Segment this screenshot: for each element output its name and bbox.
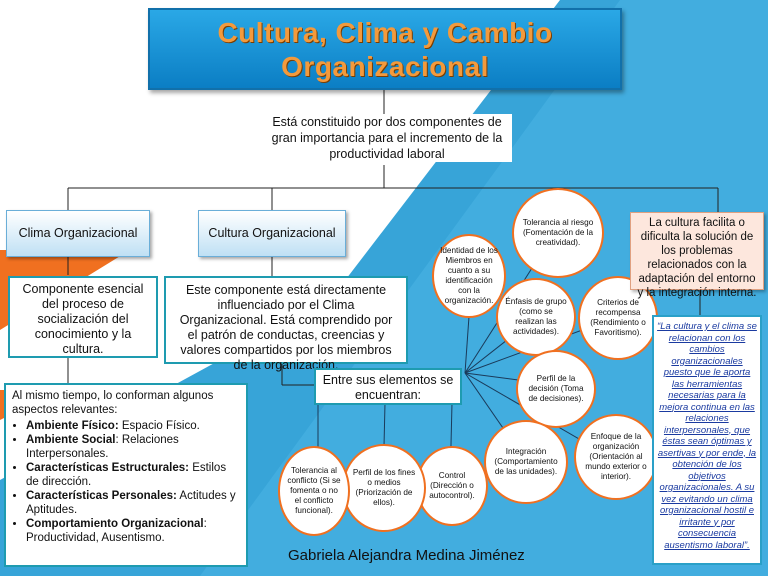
elements-label: Entre sus elementos se encuentran:	[314, 368, 462, 405]
aspect-text: Espacio Físico.	[118, 420, 200, 432]
conclusion-quote: “La cultura y el clima se relacionan con…	[652, 315, 762, 565]
aspects-intro: Al mismo tiempo, lo conforman algunos as…	[12, 390, 214, 416]
aspect-label: Características Estructurales:	[26, 462, 189, 474]
element-circle: Perfil de la decisión (Toma de decisione…	[516, 350, 596, 428]
element-circle: Control (Dirección o autocontrol).	[416, 446, 488, 526]
aspect-text: : Productividad, Ausentismo.	[26, 518, 207, 544]
intro-text: Está constituido por dos componentes de …	[262, 114, 512, 162]
clima-aspects: Al mismo tiempo, lo conforman algunos as…	[4, 383, 248, 567]
cultura-header: Cultura Organizacional	[198, 210, 346, 257]
diagram-title: Cultura, Clima y Cambio Organizacional	[148, 8, 622, 90]
element-circle: Perfil de los fines o medios (Priorizaci…	[342, 444, 426, 532]
aspect-item: Ambiente Físico: Espacio Físico.	[26, 419, 240, 433]
cultura-note: La cultura facilita o dificulta la soluc…	[630, 212, 764, 299]
element-circle: Integración (Comportamiento de las unida…	[484, 420, 568, 504]
author-name: Gabriela Alejandra Medina Jiménez	[288, 547, 525, 564]
aspect-item: Comportamiento Organizacional: Productiv…	[26, 517, 240, 545]
aspect-text: : Relaciones Interpersonales.	[26, 434, 179, 460]
aspect-item: Características Estructurales: Estilos d…	[26, 461, 240, 489]
element-circle: Tolerancia al riesgo (Fomentación de la …	[512, 188, 604, 278]
element-circle: Énfasis de grupo (como se realizan las a…	[496, 278, 576, 356]
element-circle: Enfoque de la organización (Orientación …	[574, 414, 658, 500]
aspects-list: Ambiente Físico: Espacio Físico. Ambient…	[12, 419, 240, 545]
title-line-2: Organizacional	[281, 51, 489, 82]
cultura-description: Este componente está directamente influe…	[164, 276, 408, 372]
aspect-label: Ambiente Físico:	[26, 420, 119, 432]
aspect-item: Características Personales: Actitudes y …	[26, 489, 240, 517]
aspect-text: Actitudes y Aptitudes.	[26, 490, 236, 516]
clima-description: Componente esencial del proceso de socia…	[8, 276, 158, 358]
title-line-1: Cultura, Clima y Cambio	[217, 17, 553, 48]
clima-header: Clima Organizacional	[6, 210, 150, 257]
aspect-label: Características Personales:	[26, 490, 177, 502]
element-circle: Identidad de los Miembros en cuanto a su…	[432, 234, 506, 318]
aspect-label: Comportamiento Organizacional	[26, 518, 204, 530]
aspect-label: Ambiente Social	[26, 434, 116, 446]
aspect-item: Ambiente Social: Relaciones Interpersona…	[26, 433, 240, 461]
element-circle: Criterios de recompensa (Rendimiento o F…	[578, 276, 658, 360]
element-circle: Tolerancia al conflicto (Si se fomenta o…	[278, 446, 350, 536]
aspect-text: Estilos de dirección.	[26, 462, 227, 488]
